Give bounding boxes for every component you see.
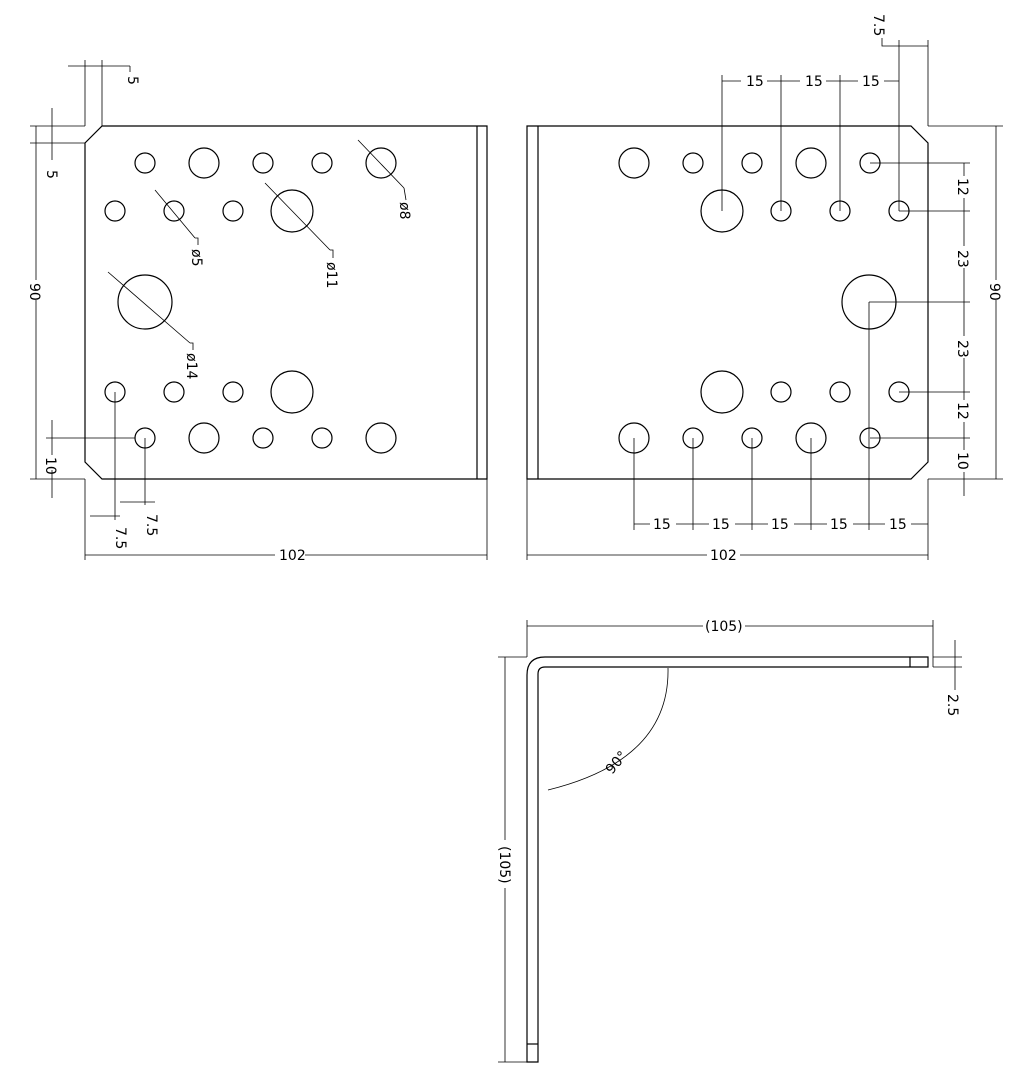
dim-thickness: 2.5 xyxy=(944,694,960,716)
front-holes xyxy=(104,147,397,454)
label-diameter-8: ø8 xyxy=(396,202,412,219)
dim-front-hole-x1: 7.5 xyxy=(112,527,128,549)
dim-back-right: 12 xyxy=(954,178,970,196)
label-diameter-5: ø5 xyxy=(188,249,204,266)
back-right-dims: 12 23 23 12 10 xyxy=(954,176,972,472)
dim-back-top-pitch: 15 xyxy=(805,74,823,90)
label-diameter-11: ø11 xyxy=(323,262,339,288)
side-view: (105) (105) 2.5 90° xyxy=(496,619,962,1063)
dim-back-bottom-pitch: 15 xyxy=(830,517,848,533)
dim-back-edge-offset: 7.5 xyxy=(870,14,886,36)
dim-front-left-offset: 5 xyxy=(43,170,59,179)
dim-front-width: 102 xyxy=(279,548,306,564)
dim-back-top-pitch: 15 xyxy=(746,74,764,90)
dim-back-bottom-pitch: 15 xyxy=(771,517,789,533)
dim-front-top-offset: 5 xyxy=(124,76,140,85)
dim-back-bottom-pitch: 15 xyxy=(889,517,907,533)
front-plate: 5 5 90 10 7.5 7.5 102 ø5 ø8 ø11 ø14 xyxy=(26,60,488,564)
dim-back-top-pitch: 15 xyxy=(862,74,880,90)
back-bottom-pitch: 15 15 15 15 15 xyxy=(650,517,911,533)
dim-horizontal-leg: (105) xyxy=(705,619,743,635)
dim-back-bottom-pitch: 15 xyxy=(653,517,671,533)
dim-front-bottom: 10 xyxy=(42,457,58,475)
dim-vertical-leg: (105) xyxy=(496,846,512,884)
dim-back-right: 12 xyxy=(954,402,970,420)
dim-angle: 90° xyxy=(603,748,631,777)
back-plate: 7.5 15 15 15 12 23 23 12 10 90 15 15 15 … xyxy=(526,12,1003,564)
back-top-pitch: 15 15 15 xyxy=(741,74,884,90)
dim-back-right: 23 xyxy=(954,340,970,358)
label-diameter-14: ø14 xyxy=(183,353,199,379)
dim-front-height: 90 xyxy=(26,283,42,301)
dim-back-right: 10 xyxy=(954,452,970,470)
back-holes xyxy=(618,147,910,454)
dim-back-width: 102 xyxy=(710,548,737,564)
dim-back-right: 23 xyxy=(954,250,970,268)
dim-front-hole-x2: 7.5 xyxy=(143,514,159,536)
dim-back-bottom-pitch: 15 xyxy=(712,517,730,533)
dim-back-height: 90 xyxy=(986,283,1002,301)
